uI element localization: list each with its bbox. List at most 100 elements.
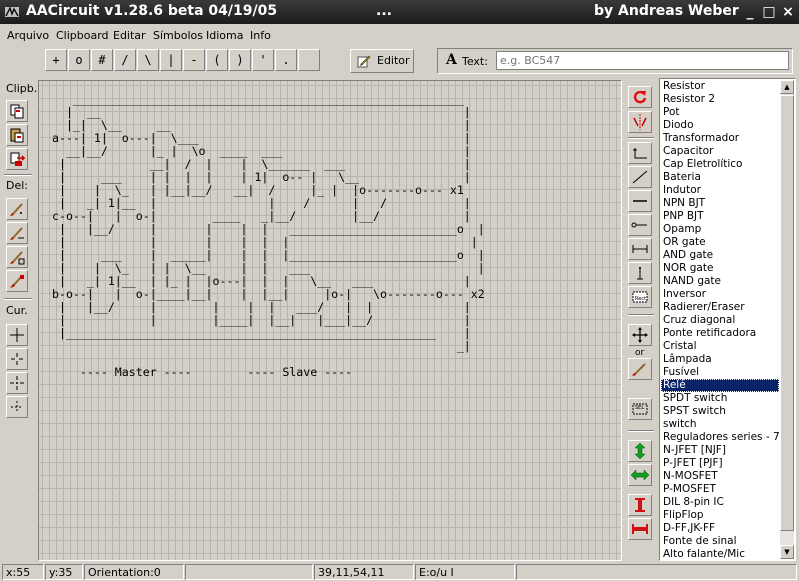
cursor-button-3[interactable]: [6, 372, 28, 394]
cursor-button-2[interactable]: [6, 348, 28, 370]
component-list-item[interactable]: Bateria: [663, 171, 701, 183]
select-button[interactable]: SEL: [628, 398, 652, 420]
symbol-button-o[interactable]: o: [68, 49, 90, 71]
component-list-item[interactable]: P-JFET [PJF]: [663, 457, 723, 469]
symbol-button-blank[interactable]: [298, 49, 320, 71]
move-button[interactable]: [628, 324, 652, 346]
component-list-item[interactable]: Pot: [663, 106, 680, 118]
component-list-item[interactable]: Indutor: [663, 184, 701, 196]
component-list-item[interactable]: Reguladores series - 7: [663, 431, 779, 443]
vertical-text-button[interactable]: [628, 262, 652, 284]
menu-clipboard[interactable]: Clipboard: [56, 29, 109, 42]
component-list-item[interactable]: Cristal: [663, 340, 697, 352]
mirror-button[interactable]: [628, 111, 652, 133]
paste-button[interactable]: [6, 124, 28, 146]
component-list-item[interactable]: Ponte retificadora: [663, 327, 757, 339]
symbol-button-paren-close[interactable]: ): [229, 49, 251, 71]
component-list-item[interactable]: Cruz diagonal: [663, 314, 736, 326]
component-list-item[interactable]: Resistor 2: [663, 93, 716, 105]
scroll-up-icon[interactable]: ▲: [780, 80, 794, 94]
scroll-thumb[interactable]: [780, 95, 794, 531]
list-scrollbar[interactable]: ▲ ▼: [780, 80, 794, 559]
stretch-horizontal-button[interactable]: [628, 518, 652, 540]
component-list-item[interactable]: SPDT switch: [663, 392, 728, 404]
component-list-item[interactable]: Inversor: [663, 288, 706, 300]
select-label: SEL: [635, 405, 645, 411]
rectangle-button[interactable]: Rect: [628, 286, 652, 308]
component-list-item[interactable]: Relé: [661, 379, 779, 392]
symbol-button-hash[interactable]: #: [91, 49, 113, 71]
right-separator-1: [628, 137, 654, 139]
component-list-item[interactable]: NOR gate: [663, 262, 714, 274]
component-list-item[interactable]: DIL 8-pin IC: [663, 496, 724, 508]
pen-button[interactable]: [628, 358, 652, 380]
editor-button[interactable]: Editor: [350, 49, 414, 73]
component-list-item[interactable]: N-MOSFET: [663, 470, 718, 482]
minimize-button[interactable]: _: [746, 4, 754, 20]
eraser-icon: [10, 203, 23, 216]
stretch-vertical-button[interactable]: [628, 494, 652, 516]
horizontal-line-button[interactable]: [628, 190, 652, 212]
component-list-item[interactable]: Capacitor: [663, 145, 714, 157]
status-eol: E:o/u I: [415, 564, 515, 580]
symbol-button-dot[interactable]: .: [275, 49, 297, 71]
menu-editar[interactable]: Editar: [113, 29, 146, 42]
drawing-canvas[interactable]: ________________________________________…: [38, 80, 622, 561]
move-vertical-button[interactable]: [628, 440, 652, 462]
menu-simbolos[interactable]: Símbolos: [153, 29, 203, 42]
dimension-button[interactable]: [628, 238, 652, 260]
symbol-button-apostrophe[interactable]: ': [252, 49, 274, 71]
component-list-item[interactable]: Fusível: [663, 366, 700, 378]
eraser-button-1[interactable]: [6, 198, 28, 220]
component-list-item[interactable]: D-FF,JK-FF: [663, 522, 716, 534]
cursor-button-4[interactable]: [6, 396, 28, 418]
move-icon: [632, 327, 648, 343]
symbol-button-paren-open[interactable]: (: [206, 49, 228, 71]
rotate-button[interactable]: [628, 86, 652, 108]
move-horizontal-button[interactable]: [628, 464, 652, 486]
component-list-item[interactable]: NPN BJT: [663, 197, 706, 209]
text-input[interactable]: [496, 51, 789, 70]
component-list-item[interactable]: Lâmpada: [663, 353, 712, 365]
symbol-button-slash[interactable]: /: [114, 49, 136, 71]
close-button[interactable]: ×: [782, 4, 794, 20]
symbol-button-backslash[interactable]: \: [137, 49, 159, 71]
copy-button[interactable]: [6, 100, 28, 122]
cut-icon: [10, 152, 25, 166]
symbol-button-plus[interactable]: +: [45, 49, 67, 71]
component-list-item[interactable]: NAND gate: [663, 275, 721, 287]
component-list-item[interactable]: Opamp: [663, 223, 702, 235]
component-list-item[interactable]: FlipFlop: [663, 509, 704, 521]
scroll-down-icon[interactable]: ▼: [780, 545, 794, 559]
eraser-button-4[interactable]: [6, 270, 28, 292]
eraser-button-3[interactable]: [6, 246, 28, 268]
menu-idioma[interactable]: Idioma: [206, 29, 244, 42]
menu-info[interactable]: Info: [250, 29, 271, 42]
eraser-button-2[interactable]: [6, 222, 28, 244]
cursor-button-1[interactable]: [6, 324, 28, 346]
component-list-item[interactable]: Alto falante/Mic: [663, 548, 745, 559]
component-list-item[interactable]: AND gate: [663, 249, 714, 261]
cut-button[interactable]: [6, 148, 28, 170]
right-toolbar: Rect or SEL: [625, 80, 657, 561]
component-list-item[interactable]: Diodo: [663, 119, 694, 131]
component-list-item[interactable]: Cap Eletrolítico: [663, 158, 743, 170]
symbol-button-dash[interactable]: -: [183, 49, 205, 71]
component-list-item[interactable]: Radierer/Eraser: [663, 301, 745, 313]
component-list-item[interactable]: Resistor: [663, 80, 705, 92]
menu-arquivo[interactable]: Arquivo: [7, 29, 50, 42]
corner-line-button[interactable]: [628, 142, 652, 164]
component-list-item[interactable]: SPST switch: [663, 405, 726, 417]
component-list-item[interactable]: OR gate: [663, 236, 706, 248]
diagonal-line-button[interactable]: [628, 166, 652, 188]
component-list-item[interactable]: N-JFET [NJF]: [663, 444, 726, 456]
symbol-button-pipe[interactable]: |: [160, 49, 182, 71]
component-list-item[interactable]: Transformador: [663, 132, 740, 144]
maximize-button[interactable]: □: [762, 4, 776, 20]
component-list-item[interactable]: PNP BJT: [663, 210, 704, 222]
component-list-item[interactable]: P-MOSFET: [663, 483, 716, 495]
component-list-item[interactable]: switch: [663, 418, 697, 430]
component-list-item[interactable]: Fonte de sinal: [663, 535, 737, 547]
wire-button[interactable]: [628, 214, 652, 236]
